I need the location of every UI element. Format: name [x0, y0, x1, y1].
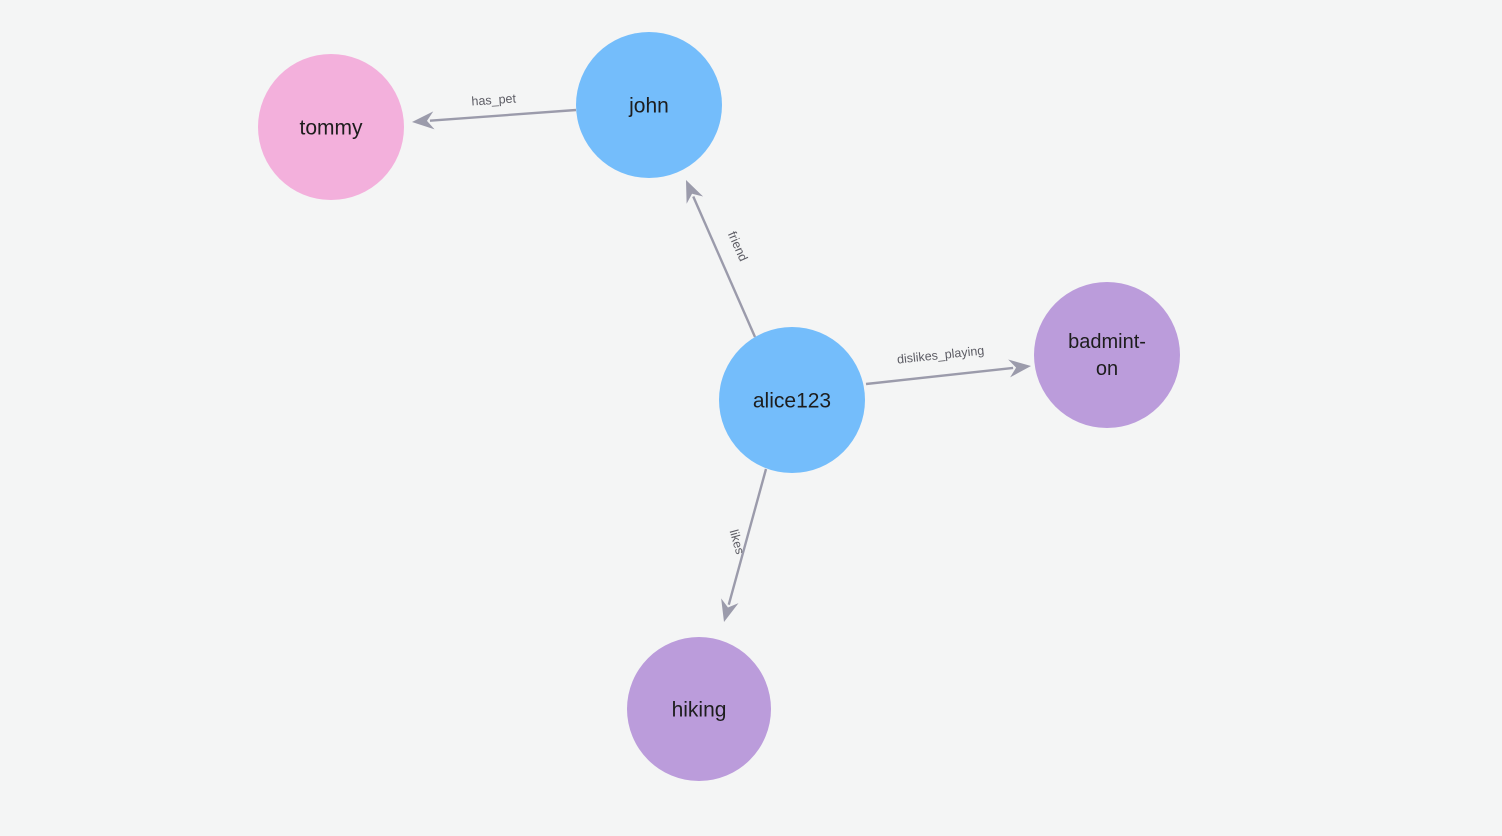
graph-edge[interactable]: friend	[686, 180, 757, 338]
edge-hit-area[interactable]	[866, 366, 1031, 384]
edge-hit-area[interactable]	[412, 110, 576, 122]
graph-node-hiking[interactable]: hiking	[627, 637, 771, 781]
node-circle[interactable]	[258, 54, 404, 200]
edge-line	[727, 468, 768, 605]
edge-arrowhead	[412, 111, 435, 130]
edge-label: likes	[727, 528, 747, 556]
graph-node-john[interactable]: john	[576, 32, 722, 178]
graph-node-tommy[interactable]: tommy	[258, 54, 404, 200]
edge-line	[865, 366, 1014, 386]
edge-line	[429, 108, 577, 122]
graph-node-badminton[interactable]: badmint-on	[1034, 282, 1180, 428]
edge-arrowhead	[721, 598, 739, 622]
node-circle[interactable]	[627, 637, 771, 781]
nodes-layer: tommy john alice123 badmint-on hiking	[258, 32, 1180, 781]
edge-label: dislikes_playing	[896, 343, 985, 366]
edge-arrowhead	[1008, 359, 1031, 378]
graph-node-alice123[interactable]: alice123	[719, 327, 865, 473]
node-circle[interactable]	[576, 32, 722, 178]
node-circle[interactable]	[719, 327, 865, 473]
graph-edge[interactable]: likes	[721, 468, 768, 622]
graph-edge[interactable]: dislikes_playing	[865, 343, 1031, 386]
graph-edge[interactable]: has_pet	[412, 91, 577, 130]
edge-arrowhead	[686, 180, 704, 204]
node-circle[interactable]	[1034, 282, 1180, 428]
edge-line	[692, 195, 757, 338]
edge-label: friend	[725, 229, 751, 263]
edge-label: has_pet	[471, 91, 517, 108]
